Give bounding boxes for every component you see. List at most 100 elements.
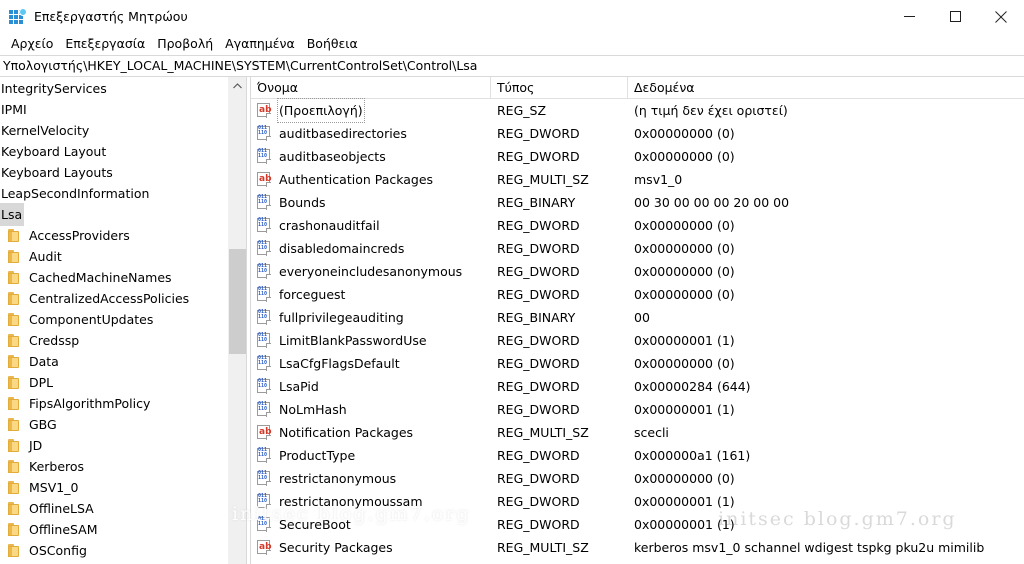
menu-bar: Αρχείο Επεξεργασία Προβολή Αγαπημένα Βοή… — [0, 33, 1024, 55]
tree-item-msv1-0[interactable]: MSV1_0 — [0, 477, 246, 498]
value-name: ProductType — [279, 448, 356, 463]
tree-item-label: DPL — [29, 375, 54, 390]
tree-item-label: Keyboard Layout — [1, 144, 107, 159]
menu-item-file[interactable]: Αρχείο — [11, 36, 54, 51]
tree-item-integrityservices[interactable]: IntegrityServices — [0, 78, 246, 99]
cell-type: REG_MULTI_SZ — [497, 425, 589, 440]
tree-item-leapsecondinformation[interactable]: LeapSecondInformation — [0, 183, 246, 204]
column-header-data[interactable]: Δεδομένα — [634, 80, 695, 95]
cell-type: REG_MULTI_SZ — [497, 172, 589, 187]
registry-path[interactable]: Υπολογιστής\HKEY_LOCAL_MACHINE\SYSTEM\Cu… — [3, 58, 478, 73]
window-title: Επεξεργαστής Μητρώου — [34, 9, 188, 24]
tree-item-dpl[interactable]: DPL — [0, 372, 246, 393]
cell-data: 0x00000001 (1) — [634, 517, 735, 532]
tree-item-accessproviders[interactable]: AccessProviders — [0, 225, 246, 246]
menu-item-help[interactable]: Βοήθεια — [306, 36, 358, 51]
menu-item-view[interactable]: Προβολή — [157, 36, 214, 51]
scrollbar-up-button[interactable] — [229, 77, 246, 94]
cell-data: 0x00000000 (0) — [634, 471, 735, 486]
cell-data: msv1_0 — [634, 172, 683, 187]
minimize-button[interactable] — [886, 0, 932, 33]
tree-item-label: KernelVelocity — [1, 123, 90, 138]
column-header-type[interactable]: Τύπος — [491, 77, 628, 98]
scrollbar-thumb[interactable] — [229, 249, 246, 354]
cell-data: 0x00000000 (0) — [634, 126, 735, 141]
tree-item-data[interactable]: Data — [0, 351, 246, 372]
tree-item-gbg[interactable]: GBG — [0, 414, 246, 435]
tree-item-keyboard-layouts[interactable]: Keyboard Layouts — [0, 162, 246, 183]
string-value-icon: ab — [257, 172, 272, 187]
cell-type: REG_DWORD — [497, 218, 580, 233]
maximize-icon — [949, 11, 961, 22]
close-button[interactable] — [978, 0, 1024, 33]
menu-item-edit[interactable]: Επεξεργασία — [65, 36, 146, 51]
column-header-name[interactable]: Όνομα — [251, 77, 491, 98]
tree-item-osconfig[interactable]: OSConfig — [0, 540, 246, 561]
value-name: auditbaseobjects — [279, 149, 386, 164]
tree-scrollbar[interactable] — [228, 77, 246, 564]
tree-item-keyboard-layout[interactable]: Keyboard Layout — [0, 141, 246, 162]
tree-item-credssp[interactable]: Credssp — [0, 330, 246, 351]
table-row[interactable]: ab(Προεπιλογή)REG_SZ(η τιμή δεν έχει ορι… — [251, 98, 1024, 123]
tree-item-componentupdates[interactable]: ComponentUpdates — [0, 309, 246, 330]
tree-item-centralizedaccesspolicies[interactable]: CentralizedAccessPolicies — [0, 288, 246, 309]
folder-icon — [8, 460, 22, 473]
cell-type: REG_BINARY — [497, 310, 576, 325]
tree-item-audit[interactable]: Audit — [0, 246, 246, 267]
tree-item-fipsalgorithmpolicy[interactable]: FipsAlgorithmPolicy — [0, 393, 246, 414]
tree-item-label: Kerberos — [29, 459, 85, 474]
cell-type: REG_DWORD — [497, 517, 580, 532]
tree-item-jd[interactable]: JD — [0, 435, 246, 456]
value-name: restrictanonymoussam — [279, 494, 423, 509]
value-name: Bounds — [279, 195, 326, 210]
tree-item-offlinesam[interactable]: OfflineSAM — [0, 519, 246, 540]
pane-splitter[interactable] — [246, 77, 251, 564]
tree-item-offlinelsa[interactable]: OfflineLSA — [0, 498, 246, 519]
menu-item-favorites[interactable]: Αγαπημένα — [225, 36, 295, 51]
registry-editor-icon — [9, 7, 27, 25]
folder-icon — [8, 292, 22, 305]
value-name: LsaPid — [279, 379, 319, 394]
tree-item-lsa[interactable]: Lsa — [0, 203, 246, 226]
maximize-button[interactable] — [932, 0, 978, 33]
tree-item-kernelvelocity[interactable]: KernelVelocity — [0, 120, 246, 141]
tree-item-kerberos[interactable]: Kerberos — [0, 456, 246, 477]
tree-item-label: Audit — [29, 249, 62, 264]
tree-item-ipmi[interactable]: IPMI — [0, 99, 246, 120]
cell-data: 00 — [634, 310, 650, 325]
address-bar[interactable]: Υπολογιστής\HKEY_LOCAL_MACHINE\SYSTEM\Cu… — [0, 55, 1024, 77]
cell-type: REG_DWORD — [497, 379, 580, 394]
cell-data: (η τιμή δεν έχει οριστεί) — [634, 103, 788, 118]
tree-item-cachedmachinenames[interactable]: CachedMachineNames — [0, 267, 246, 288]
